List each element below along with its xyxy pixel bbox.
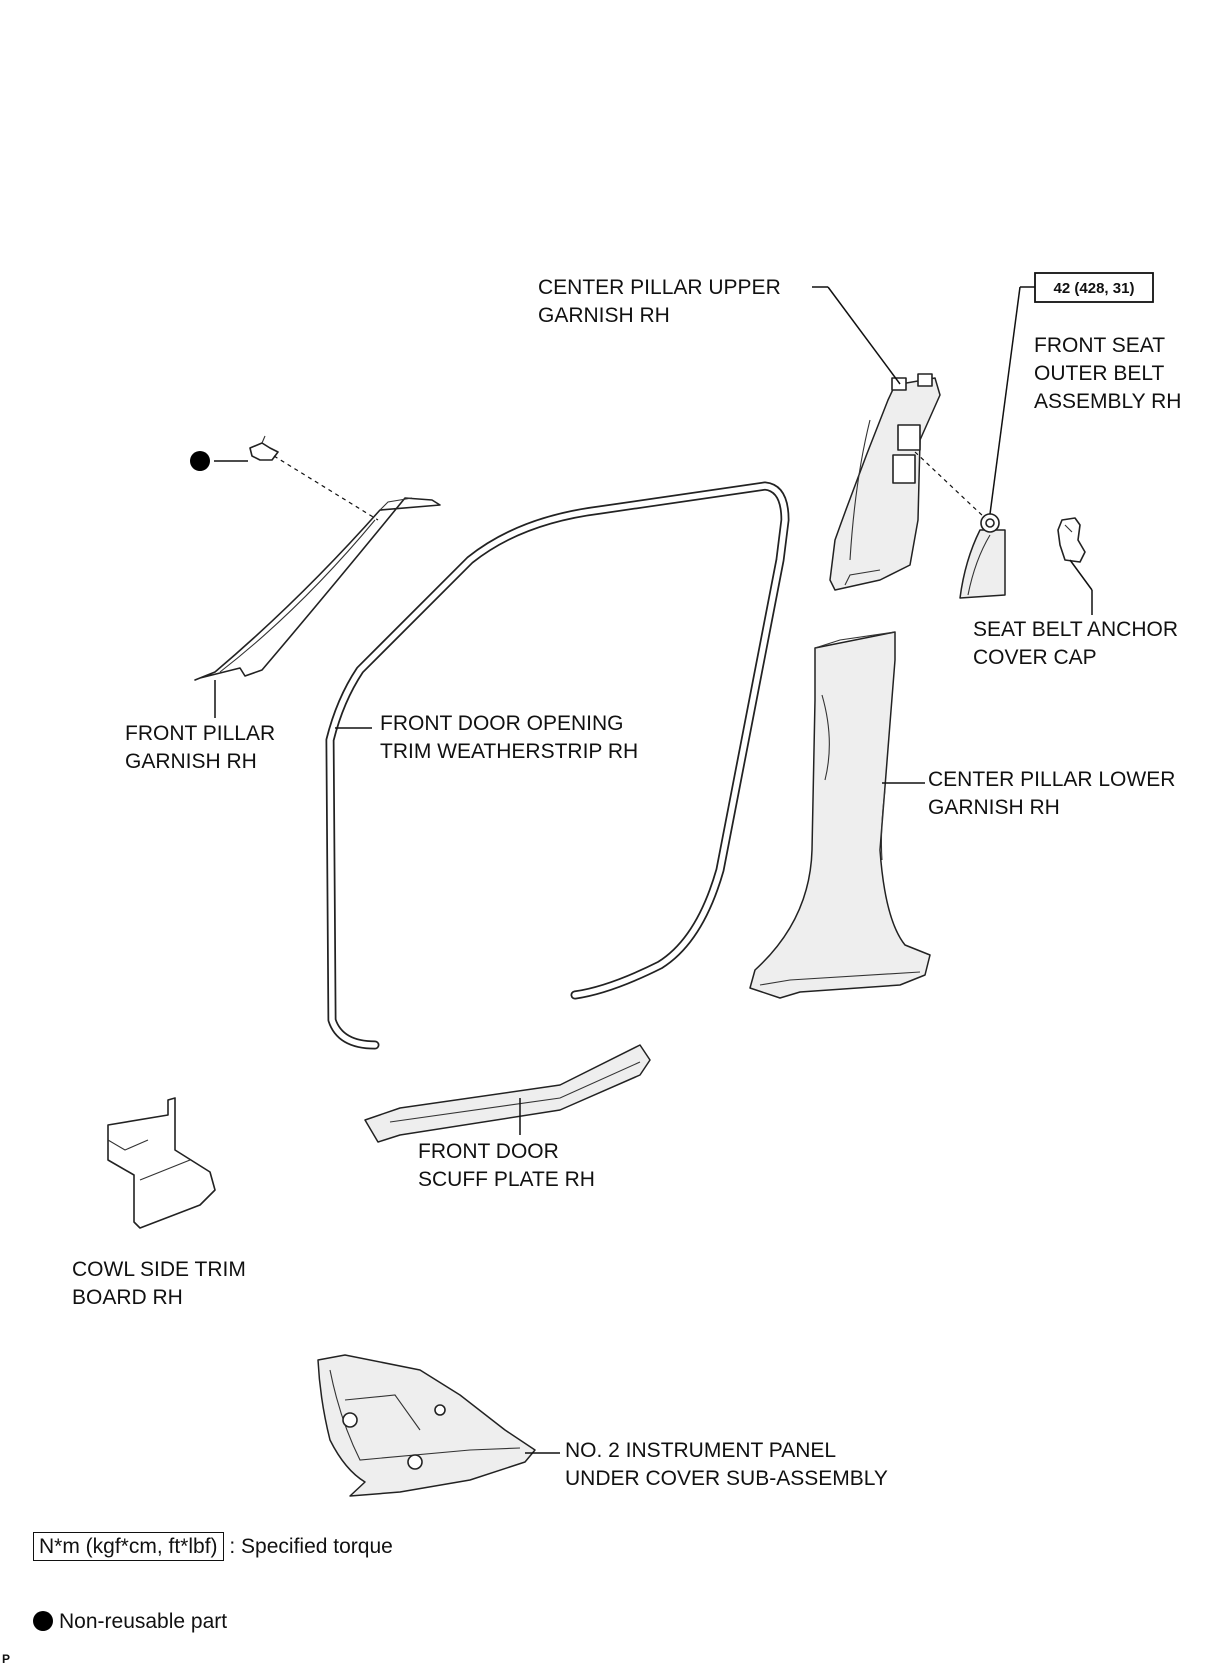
label-scuff-1: FRONT DOOR	[418, 1140, 559, 1163]
door-weatherstrip	[325, 481, 790, 1050]
corner-mark: P	[2, 1652, 11, 1666]
label-belt-2: OUTER BELT	[1034, 362, 1164, 385]
label-belt-1: FRONT SEAT	[1034, 334, 1165, 357]
label-anchor-1: SEAT BELT ANCHOR	[973, 618, 1178, 641]
legend-torque-text: : Specified torque	[229, 1535, 393, 1558]
anchor-cover-cap	[1057, 517, 1086, 563]
label-front-pillar-1: FRONT PILLAR	[125, 722, 275, 745]
label-belt-3: ASSEMBLY RH	[1034, 390, 1181, 413]
label-center-lower-2: GARNISH RH	[928, 796, 1060, 819]
legend-torque: N*m (kgf*cm, ft*lbf) : Specified torque	[33, 1532, 393, 1561]
label-scuff-2: SCUFF PLATE RH	[418, 1168, 595, 1191]
label-weather-2: TRIM WEATHERSTRIP RH	[380, 740, 638, 763]
label-center-upper-1: CENTER PILLAR UPPER	[538, 276, 781, 299]
label-cowl-2: BOARD RH	[72, 1286, 183, 1309]
front-pillar-garnish	[194, 497, 441, 681]
center-pillar-upper-garnish	[829, 373, 941, 591]
instrument-panel-under-cover	[317, 1354, 536, 1497]
label-under-2: UNDER COVER SUB-ASSEMBLY	[565, 1467, 888, 1490]
label-under-1: NO. 2 INSTRUMENT PANEL	[565, 1439, 836, 1462]
legend-nonreusable-text: Non-reusable part	[59, 1610, 228, 1633]
label-weather-1: FRONT DOOR OPENING	[380, 712, 623, 735]
label-cowl-1: COWL SIDE TRIM	[72, 1258, 246, 1281]
nonreusable-dot	[190, 451, 210, 471]
torque-box	[1034, 272, 1154, 303]
label-center-upper-2: GARNISH RH	[538, 304, 670, 327]
label-anchor-2: COVER CAP	[973, 646, 1097, 669]
legend-nonreusable: Non-reusable part	[33, 1610, 227, 1634]
seat-belt-assembly	[959, 513, 1006, 599]
center-pillar-lower-garnish	[749, 631, 931, 999]
torque-value: 42 (428, 31)	[1054, 280, 1135, 297]
cowl-side-trim-board	[107, 1097, 216, 1229]
label-center-lower-1: CENTER PILLAR LOWER	[928, 768, 1175, 791]
label-front-pillar-2: GARNISH RH	[125, 750, 257, 773]
nonreusable-dot-icon	[33, 1611, 53, 1631]
door-scuff-plate	[364, 1044, 651, 1143]
legend-torque-box: N*m (kgf*cm, ft*lbf)	[33, 1532, 224, 1561]
